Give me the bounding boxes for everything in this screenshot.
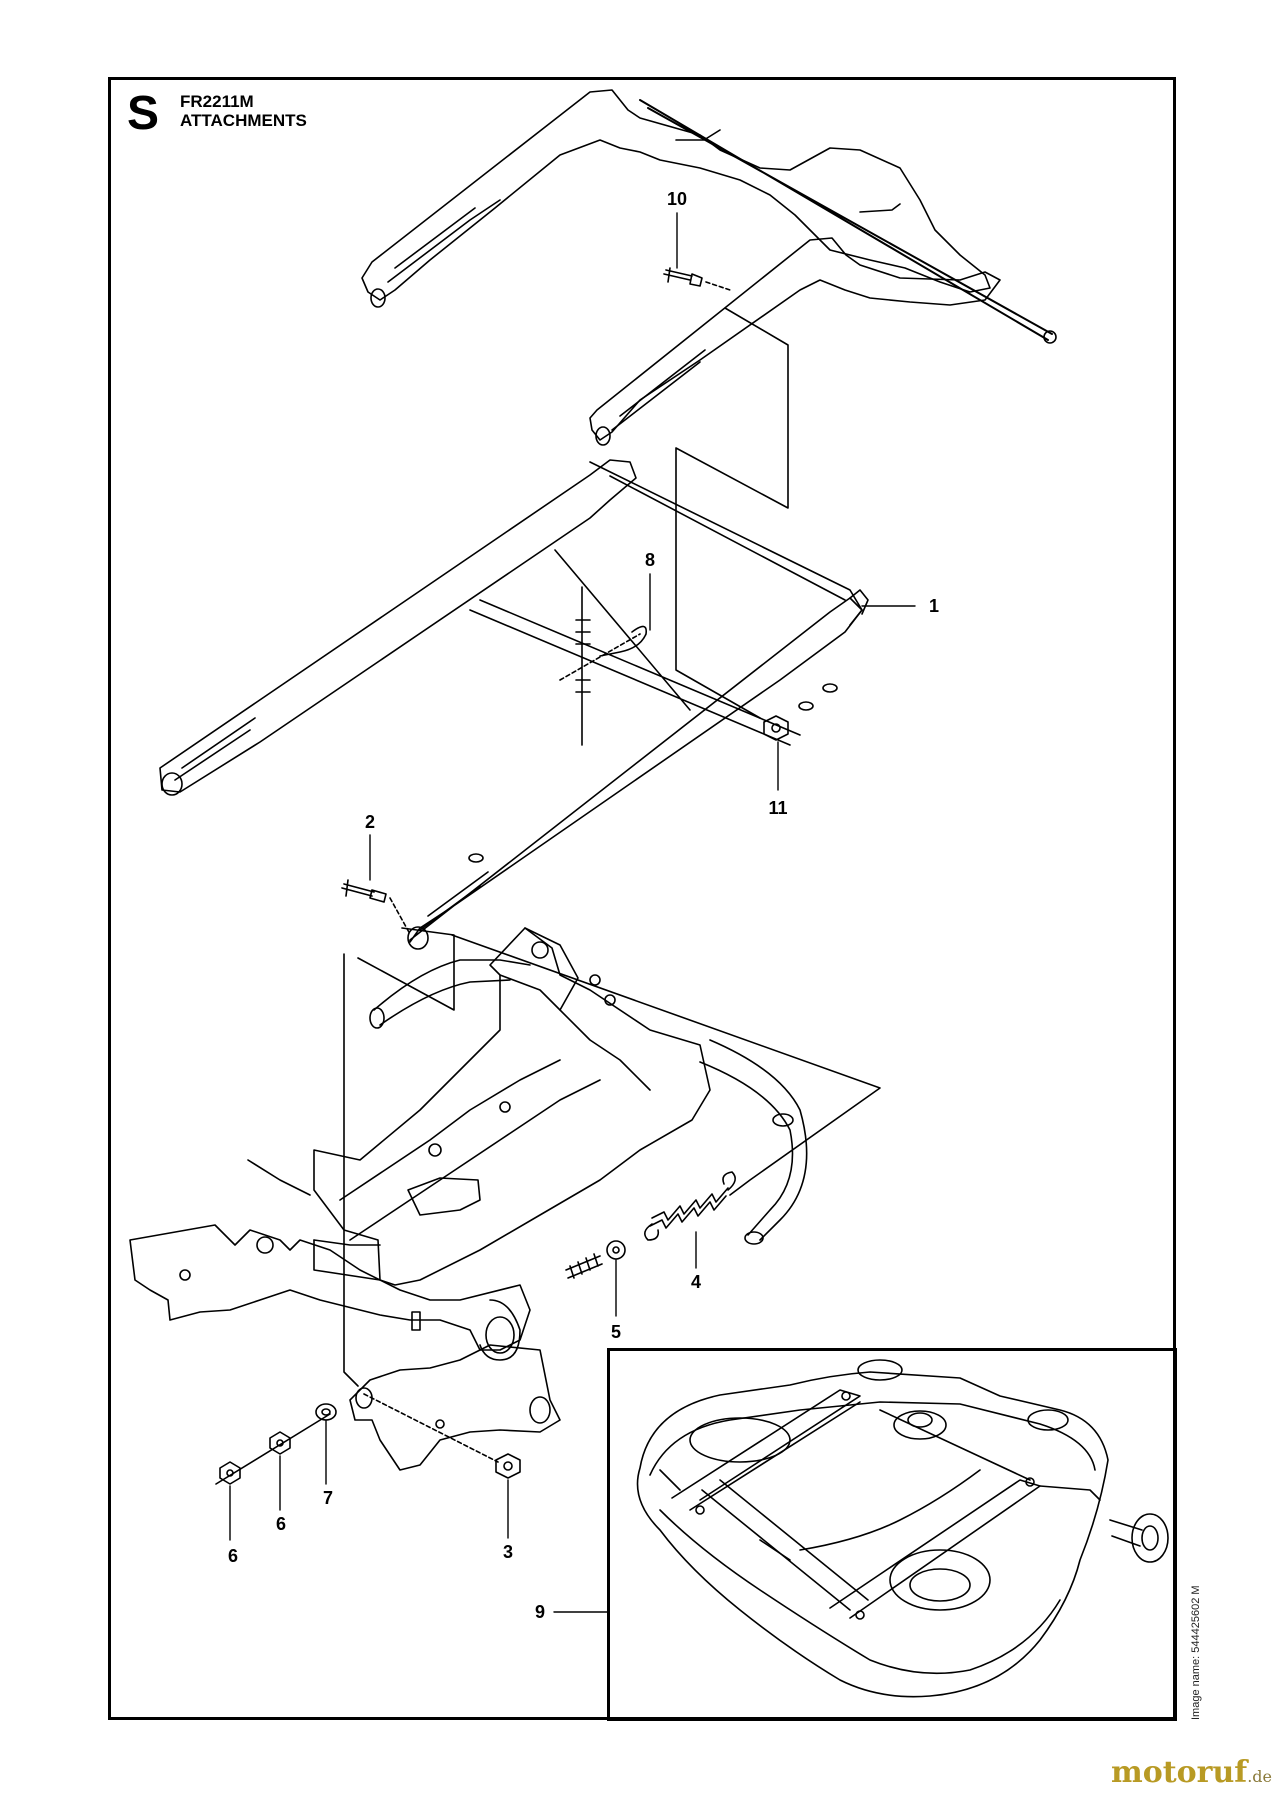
pin-part-8	[560, 587, 646, 745]
nut-part-6-lower	[220, 1462, 240, 1484]
assembly-lines-top	[676, 308, 788, 718]
mower-deck-inset	[607, 1348, 1177, 1721]
callout-9: 9	[534, 1602, 546, 1622]
nut-part-3	[496, 1454, 520, 1478]
section-letter: S	[127, 87, 160, 140]
callout-7: 7	[322, 1488, 334, 1508]
bolt-part-2	[342, 880, 410, 934]
mower-deck-drawing	[638, 1360, 1169, 1697]
nut-part-6-upper	[270, 1432, 290, 1454]
callout-3: 3	[502, 1542, 514, 1562]
watermark-logo: motoruf.de	[1111, 1758, 1272, 1788]
eyebolt-part-5	[566, 1241, 625, 1278]
callout-6-upper: 6	[275, 1514, 287, 1534]
callout-5: 5	[610, 1322, 622, 1342]
bent-tube	[370, 960, 807, 1244]
callout-6-lower: 6	[227, 1546, 239, 1566]
callout-8: 8	[644, 550, 656, 570]
callout-1: 1	[928, 596, 940, 616]
bolt-part-10	[664, 268, 730, 290]
lift-frame-part-1	[160, 460, 868, 949]
upper-lift-arms	[362, 90, 1056, 445]
callout-10: 10	[666, 189, 688, 209]
nut-part-11	[764, 716, 788, 740]
callout-4: 4	[690, 1272, 702, 1292]
chassis-bracket	[314, 928, 710, 1285]
assembly-lines-bottom	[216, 928, 880, 1484]
image-name-label: Image name: 544425602 M	[1190, 1585, 1202, 1720]
washer-part-7	[316, 1404, 336, 1420]
watermark-tld: .de	[1247, 1767, 1272, 1786]
model-number: FR2211M	[180, 92, 254, 111]
spring-part-4	[645, 1172, 735, 1240]
watermark-name: motoruf	[1111, 1755, 1248, 1790]
callout-2: 2	[364, 812, 376, 832]
callout-11: 11	[768, 798, 788, 818]
diagram-title: ATTACHMENTS	[180, 111, 307, 130]
leader-lines	[230, 213, 915, 1612]
front-axle-bracket	[130, 1160, 560, 1470]
